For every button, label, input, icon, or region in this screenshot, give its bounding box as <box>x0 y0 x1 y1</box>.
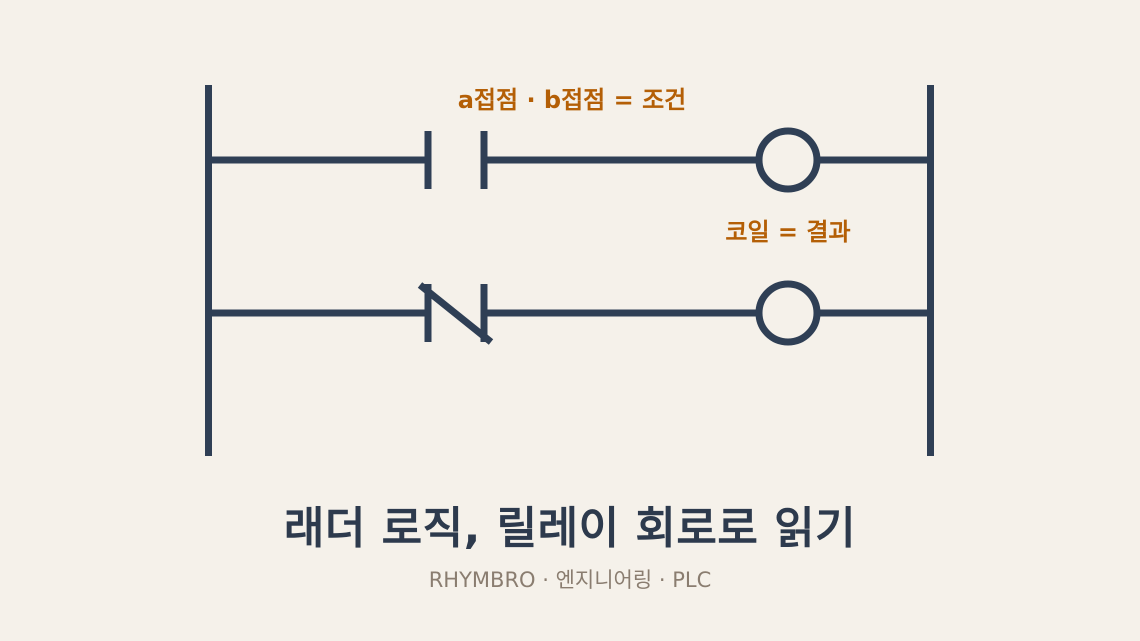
rung-2 <box>208 280 930 346</box>
rung-1 <box>208 127 930 193</box>
coil-2-icon <box>755 280 821 346</box>
coil-1-icon <box>755 127 821 193</box>
coil-annotation: 코일 = 결과 <box>725 218 850 246</box>
nc-contact-slash <box>417 282 494 345</box>
contacts-annotation: a접점 · b접점 = 조건 <box>458 86 687 114</box>
page-subtitle: RHYMBRO · 엔지니어링 · PLC <box>428 568 712 592</box>
page-title: 래더 로직, 릴레이 회로로 읽기 <box>283 503 857 554</box>
